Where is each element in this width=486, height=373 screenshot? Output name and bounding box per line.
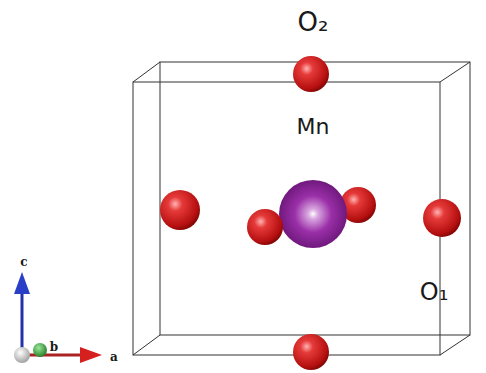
cell-edges xyxy=(133,62,470,355)
oxygen-atom xyxy=(247,209,283,245)
oxygen-atom xyxy=(423,199,461,237)
axis-label: a xyxy=(110,351,118,363)
atom-label: Mn xyxy=(297,116,330,138)
atom-label: O₂ xyxy=(298,9,329,35)
axes xyxy=(14,272,102,363)
oxygen-atom xyxy=(293,334,329,370)
oxygen-atom xyxy=(293,56,329,92)
axis-label: b xyxy=(50,341,58,353)
manganese-atom xyxy=(279,180,347,248)
atom-label: O₁ xyxy=(420,280,449,304)
oxygen-atom xyxy=(160,190,200,230)
axis-label: c xyxy=(20,256,27,268)
